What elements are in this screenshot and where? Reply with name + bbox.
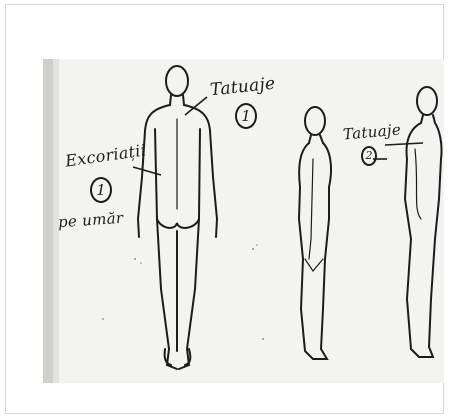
scan-noise (102, 244, 264, 340)
profile-view-figure (299, 107, 331, 359)
image-frame: Tatuaje 1 Excoriații 1 pe umăr Tatuaje 2 (5, 4, 444, 414)
back-tattoo-marker: 1 (235, 103, 257, 129)
profile-tattoo-marker: 2 (361, 146, 377, 166)
scanned-body-diagram: Tatuaje 1 Excoriații 1 pe umăr Tatuaje 2 (43, 59, 444, 383)
scan-margin-shadow (43, 59, 53, 383)
front-view-figure (405, 87, 442, 357)
back-view-figure (138, 66, 217, 369)
excoriation-marker: 1 (90, 177, 112, 203)
